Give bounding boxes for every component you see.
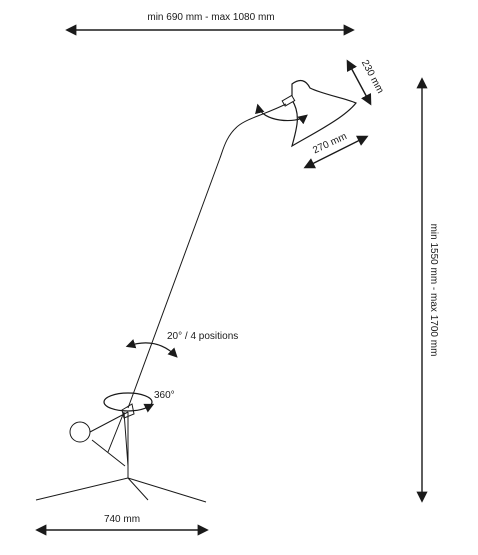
pivot-joint — [121, 403, 135, 419]
height-range-label: min 1550 mm - max 1700 mm — [428, 224, 439, 357]
shade-width-label: 270 mm — [311, 131, 348, 156]
arm-tilt-arrow — [125, 339, 178, 358]
lamp-shade-shape — [291, 79, 357, 148]
arm-tilt-label: 20° / 4 positions — [167, 331, 238, 342]
rotation-ellipse — [103, 392, 153, 412]
rotation-label: 360° — [154, 390, 175, 401]
counterweight-rod — [89, 411, 129, 467]
tripod-base — [35, 477, 207, 503]
base-width-label: 740 mm — [104, 514, 140, 525]
width-range-label: min 690 mm - max 1080 mm — [147, 12, 274, 23]
shade-rotation-arrow — [255, 103, 308, 125]
rotation-ellipse-arrowhead — [143, 403, 155, 413]
shade-socket — [281, 94, 296, 107]
shade-height-arrow — [346, 59, 372, 106]
lamp-arm — [127, 103, 287, 409]
shade-width-arrow — [303, 135, 369, 169]
counterweight-ball — [69, 421, 91, 443]
